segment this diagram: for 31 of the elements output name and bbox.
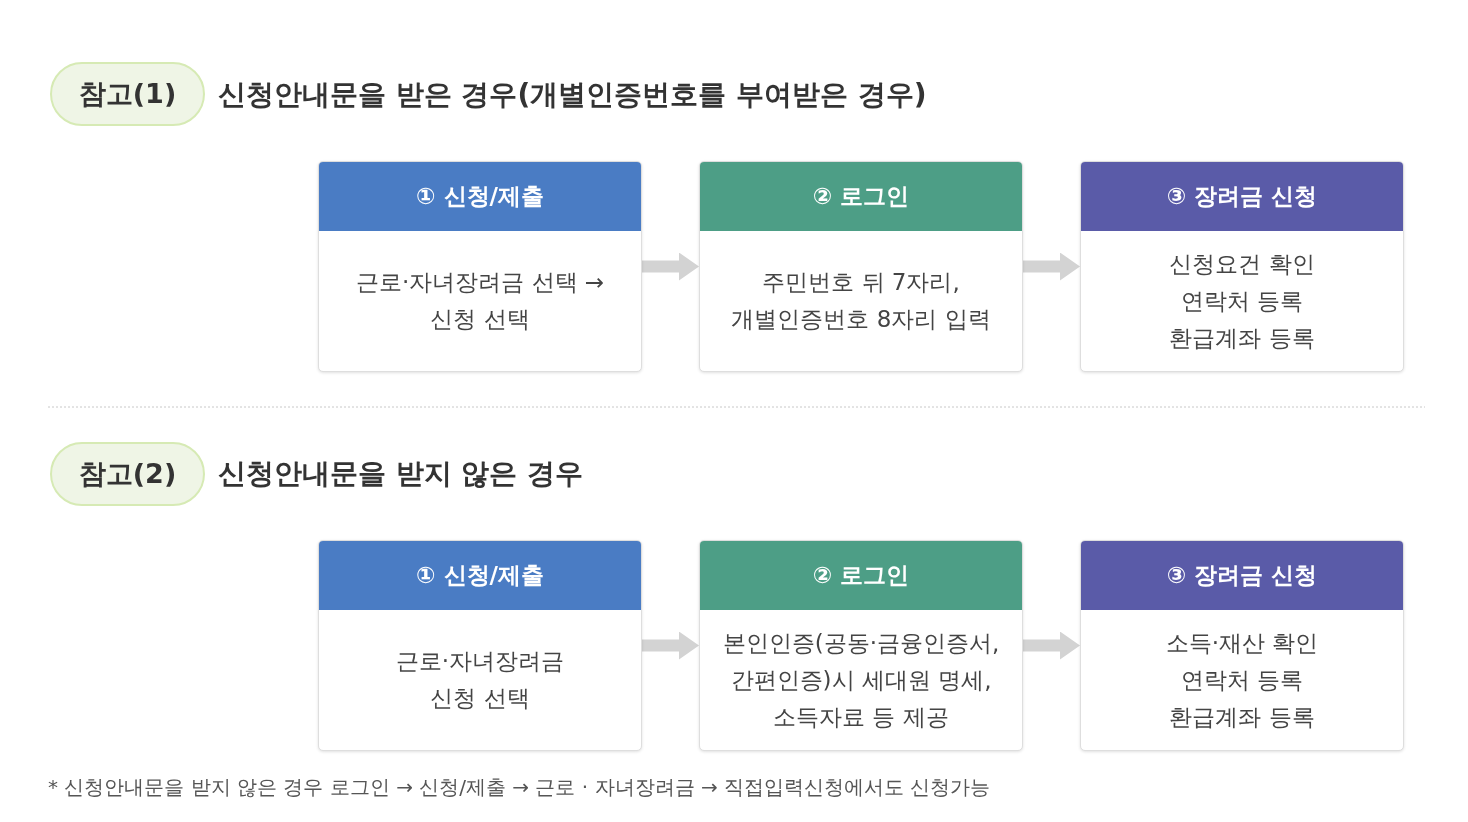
step-text: 환급계좌 등록 (1169, 702, 1315, 732)
tag-pill: 참고(1) (50, 62, 205, 126)
step-text: 근로·자녀장려금 선택 → 신청 선택 (354, 268, 606, 334)
arrow (1023, 252, 1080, 281)
step-text: 환급계좌 등록 (1169, 323, 1315, 353)
step-header: ① 신청/제출 (319, 541, 641, 610)
step-card (318, 540, 642, 751)
step-text: 신청요건 확인 (1169, 249, 1315, 279)
step-card (1080, 540, 1404, 751)
step-text: 연락처 등록 (1180, 665, 1304, 695)
step-card (1080, 161, 1404, 372)
step-header: ① 신청/제출 (319, 162, 641, 231)
step-header: ② 로그인 (700, 541, 1022, 610)
arrow (1023, 631, 1080, 660)
step-header: ③ 장려금 신청 (1081, 162, 1403, 231)
step-header: ② 로그인 (700, 162, 1022, 231)
step-text: 연락처 등록 (1180, 286, 1304, 316)
section-heading: 신청안내문을 받지 않은 경우 (218, 456, 584, 492)
tag-pill: 참고(2) (50, 442, 205, 506)
step-card (318, 161, 642, 372)
arrow (642, 631, 699, 660)
step-card (699, 540, 1023, 751)
step-header: ③ 장려금 신청 (1081, 541, 1403, 610)
section-heading: 신청안내문을 받은 경우(개별인증번호를 부여받은 경우) (218, 77, 927, 113)
step-text: 소득·재산 확인 (1165, 628, 1319, 658)
step-text: 본인인증(공동·금융인증서, 간편인증)시 세대원 명세, 소득자료 등 제공 (721, 628, 1001, 732)
arrow (642, 252, 699, 281)
step-text: 근로·자녀장려금 신청 선택 (394, 647, 566, 713)
step-card (699, 161, 1023, 372)
step-text: 주민번호 뒤 7자리, 개별인증번호 8자리 입력 (730, 268, 992, 334)
footnote: * 신청안내문을 받지 않은 경우 로그인 → 신청/제출 → 근로 · 자녀장려금 → 직접입력신청에서도 신청가능 (48, 774, 991, 801)
